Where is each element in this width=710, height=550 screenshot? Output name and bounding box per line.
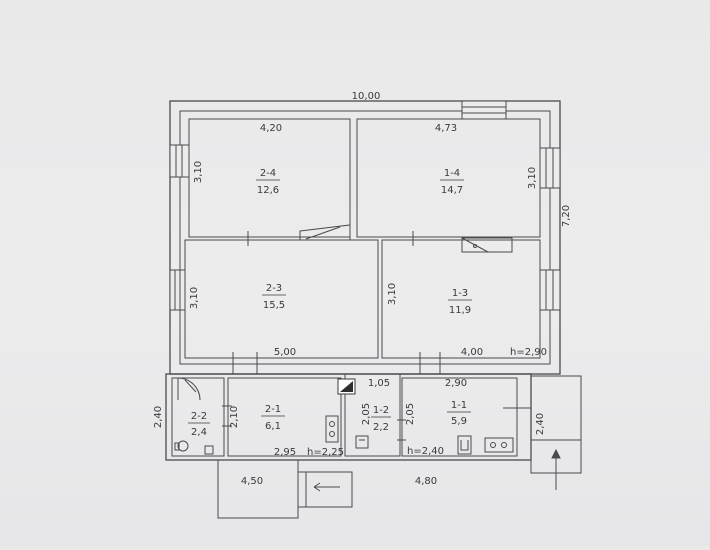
dim-room13-width: 4,00 (461, 347, 483, 358)
svg-text:15,5: 15,5 (263, 300, 285, 311)
svg-text:2-4: 2-4 (260, 168, 276, 179)
svg-text:5,9: 5,9 (451, 416, 467, 427)
dim-room11-depth: 2,05 (405, 403, 416, 425)
room-1-2 (344, 373, 401, 457)
dim-room13-height: h=2,90 (510, 347, 547, 358)
dim-room14-depth: 3,10 (527, 167, 538, 189)
svg-text:1-2: 1-2 (373, 405, 389, 416)
room-label-1-1: 1-1 5,9 (447, 400, 471, 427)
dim-room23-depth: 3,10 (189, 287, 200, 309)
svg-text:2-3: 2-3 (266, 283, 282, 294)
boiler-icon (340, 381, 353, 392)
dim-annex-right-width: 4,80 (415, 476, 437, 487)
dim-annex-left-width: 4,50 (241, 476, 263, 487)
room-label-2-1: 2-1 6,1 (261, 404, 285, 432)
svg-text:2-2: 2-2 (191, 411, 207, 422)
inner-wall-line (179, 110, 551, 365)
gas-stove-icon (325, 415, 339, 443)
door-marks (232, 231, 441, 374)
dim-overall-depth: 7,20 (561, 205, 572, 227)
gas-stove-icon (355, 435, 369, 449)
stove-icon (461, 237, 513, 253)
svg-text:1-1: 1-1 (451, 400, 467, 411)
dim-room24-depth: 3,10 (193, 161, 204, 183)
dim-porch-right-depth: 2,40 (535, 413, 546, 435)
dim-room13-depth: 3,10 (387, 283, 398, 305)
room-label-2-4: 2-4 12,6 (256, 168, 280, 196)
svg-text:2-1: 2-1 (265, 404, 281, 415)
toilet-icon (174, 440, 189, 452)
room-label-1-4: 1-4 14,7 (440, 168, 464, 196)
room-label-2-3: 2-3 15,5 (262, 283, 286, 311)
room-2-2 (171, 377, 225, 457)
sink-icon (204, 445, 214, 455)
room-2-4 (188, 118, 351, 238)
svg-text:6,1: 6,1 (265, 421, 281, 432)
dim-room21-depth: 2,10 (229, 406, 240, 428)
svg-text:2,2: 2,2 (373, 422, 389, 433)
svg-text:14,7: 14,7 (441, 185, 463, 196)
window-right-top (539, 147, 561, 189)
dim-room11-height: h=2,40 (407, 446, 444, 457)
porch-left (217, 459, 299, 519)
dim-room21-width: 2,95 (274, 447, 296, 458)
svg-text:1-3: 1-3 (452, 288, 468, 299)
svg-text:11,9: 11,9 (449, 305, 471, 316)
porch-entry-arrow (531, 439, 581, 490)
room-2-3 (184, 239, 379, 359)
dim-room24-width: 4,20 (260, 123, 282, 134)
stove-icon (299, 224, 351, 241)
room-1-3 (381, 239, 541, 359)
dim-room14-width: 4,73 (435, 123, 457, 134)
door-marks (222, 405, 531, 441)
dim-room12-depth: 2,05 (361, 403, 372, 425)
dim-room22-depth: 2,40 (153, 406, 164, 428)
door-swing-icon (184, 379, 197, 393)
door-swing-icon (177, 377, 201, 401)
dim-room12-width: 1,05 (368, 378, 390, 389)
room-2-1 (227, 377, 342, 457)
dim-room23-width: 5,00 (274, 347, 296, 358)
sink-icon (457, 435, 472, 455)
dim-room21-height: h=2,25 (307, 447, 344, 458)
window-top (461, 100, 507, 120)
gas-stove-icon (484, 437, 514, 453)
room-label-1-3: 1-3 11,9 (448, 288, 472, 316)
dim-overall-width: 10,00 (352, 91, 381, 102)
window-right-mid (539, 269, 561, 311)
dim-room11-width: 2,90 (445, 378, 467, 389)
window-left-mid (169, 269, 186, 311)
room-label-1-2: 1-2 2,2 (371, 405, 391, 433)
porch-steps (297, 471, 353, 508)
svg-text:1-4: 1-4 (444, 168, 460, 179)
svg-text:12,6: 12,6 (257, 185, 279, 196)
window-left-top (169, 144, 190, 178)
svg-text:2,4: 2,4 (191, 427, 207, 438)
room-1-1 (401, 377, 518, 457)
room-label-2-2: 2-2 2,4 (188, 411, 210, 438)
